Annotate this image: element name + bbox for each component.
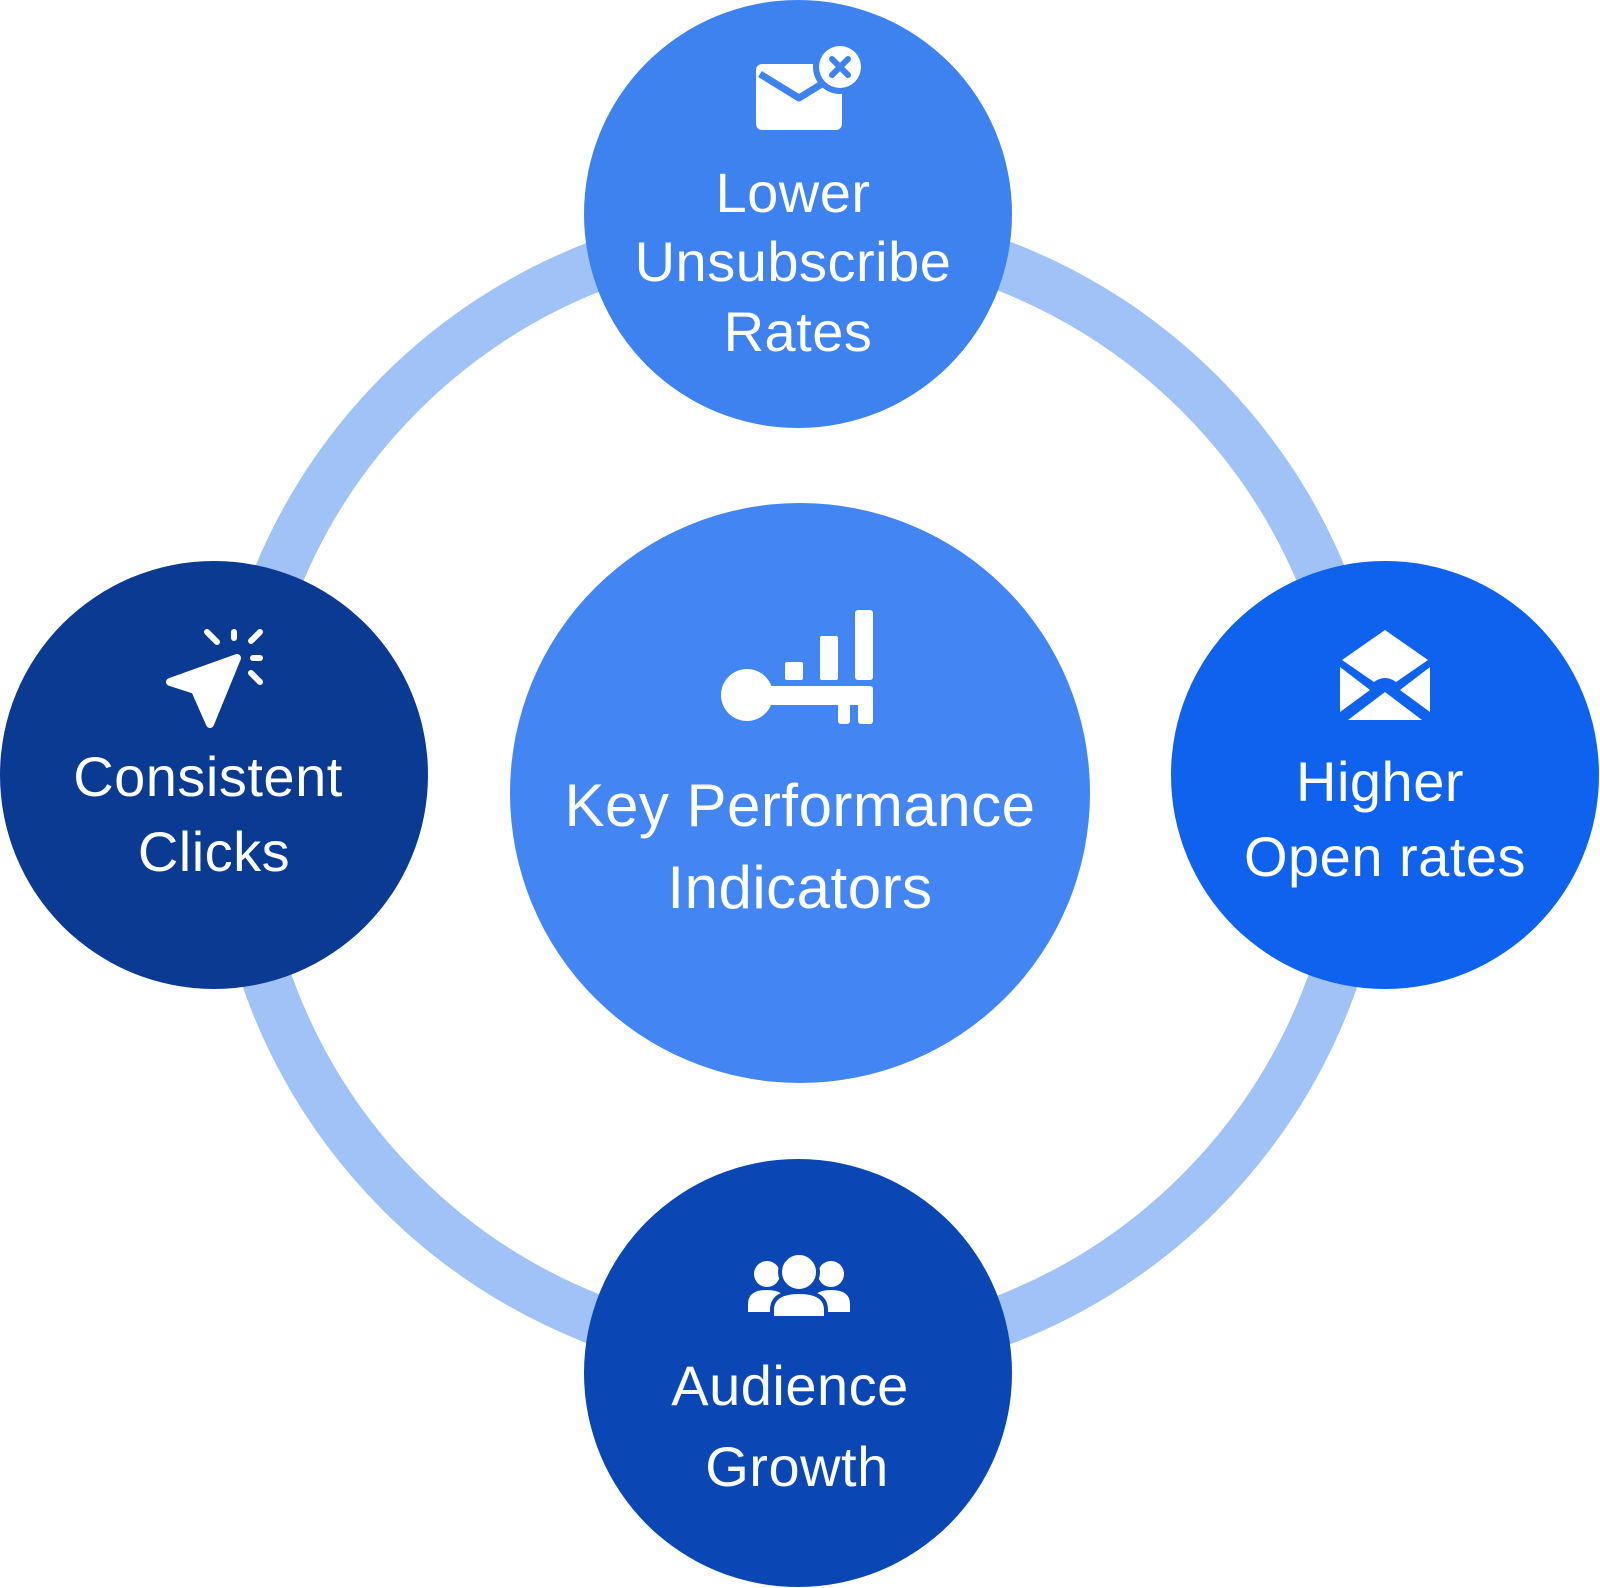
top-title-line1: Lower (715, 161, 870, 224)
bottom-circle (584, 1159, 1012, 1587)
svg-text:Rates: Rates (724, 300, 873, 363)
svg-text:Audience: Audience (671, 1354, 909, 1417)
svg-text:Clicks: Clicks (138, 820, 290, 883)
center-title-line2: Indicators (667, 854, 932, 921)
left-circle (0, 561, 428, 989)
center-circle (510, 503, 1090, 1083)
node-higher-open-rates: Higher Open rates (1171, 561, 1599, 989)
svg-text:Lower: Lower (715, 161, 870, 224)
node-consistent-clicks: Consistent Clicks (0, 561, 428, 989)
open-envelope-icon (1340, 630, 1430, 720)
email-unsubscribe-icon (756, 40, 867, 130)
cursor-click-icon (166, 629, 263, 728)
svg-text:Key Performance: Key Performance (564, 772, 1035, 839)
audience-group-icon (748, 1251, 850, 1320)
top-title-line3: Rates (724, 300, 873, 363)
left-title-line1: Consistent (73, 745, 343, 808)
svg-text:Indicators: Indicators (667, 854, 932, 921)
right-circle (1171, 561, 1599, 989)
node-audience-growth: Audience Growth (584, 1159, 1012, 1587)
svg-text:Higher: Higher (1296, 750, 1464, 813)
center-node: Key Performance Indicators (510, 503, 1090, 1083)
right-title-line1: Higher (1296, 750, 1464, 813)
key-chart-icon (721, 610, 873, 724)
top-circle (584, 0, 1012, 428)
svg-text:Open rates: Open rates (1244, 825, 1526, 888)
right-title-line2: Open rates (1244, 825, 1526, 888)
bottom-title-line1: Audience (671, 1354, 909, 1417)
bottom-title-line2: Growth (705, 1435, 889, 1498)
left-title-line2: Clicks (138, 820, 290, 883)
svg-text:Consistent: Consistent (73, 745, 343, 808)
svg-text:Unsubscribe: Unsubscribe (635, 230, 952, 293)
node-lower-unsubscribe-rates: Lower Unsubscribe Rates (584, 0, 1012, 428)
center-title-line1: Key Performance (564, 772, 1035, 839)
svg-text:Growth: Growth (705, 1435, 889, 1498)
top-title-line2: Unsubscribe (635, 230, 952, 293)
